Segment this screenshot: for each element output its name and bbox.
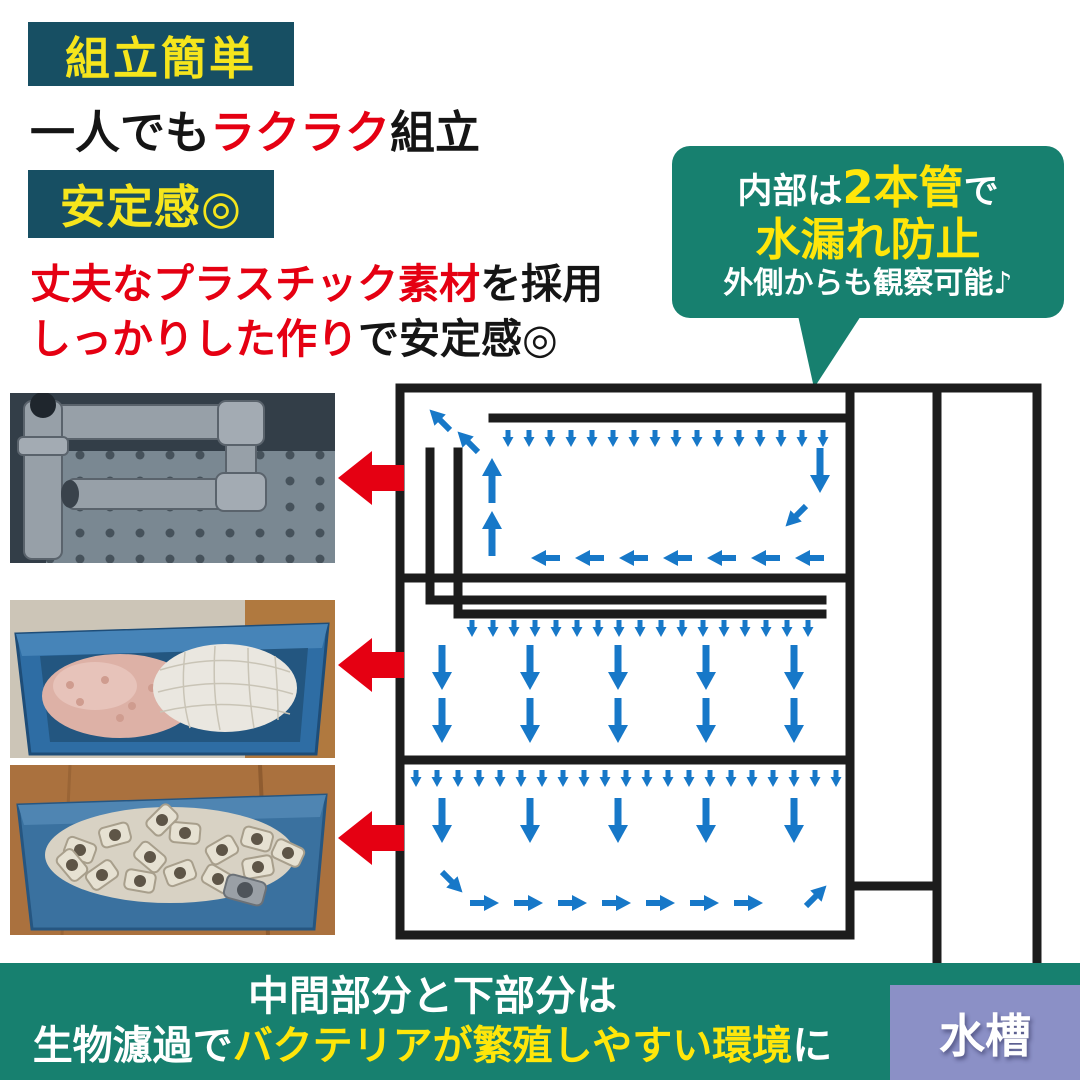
badge-stability-label: 安定感◎ xyxy=(59,180,243,234)
bubble-tail xyxy=(795,302,870,388)
build-text-red: しっかりした作り xyxy=(30,315,358,363)
info-bubble: 内部は2本管で 水漏れ防止 外側からも観察可能♪ xyxy=(672,146,1064,318)
banner-line-2: 生物濾過でバクテリアが繁殖しやすい環境に xyxy=(33,1021,833,1071)
assembly-text-black1: 一人でも xyxy=(30,106,211,159)
banner-line-2-yellow: バクテリアが繁殖しやすい環境 xyxy=(232,1023,793,1070)
banner-line-2-white2: に xyxy=(792,1023,833,1070)
bubble-line-1-white1: 内部は xyxy=(737,172,843,213)
photo-filter-media xyxy=(10,600,335,758)
badge-easy-assembly-label: 組立簡単 xyxy=(64,31,257,85)
material-text-black: を採用 xyxy=(480,260,604,308)
bubble-line-3: 外側からも観察可能♪ xyxy=(723,265,1013,301)
bubble-line-1-white2: で xyxy=(963,172,999,213)
banner-line-2-white1: 生物濾過で xyxy=(32,1023,233,1070)
bottom-banner: 中間部分と下部分は 生物濾過でバクテリアが繁殖しやすい環境に xyxy=(0,963,1080,1080)
bubble-line-1-yellow: 2本管 xyxy=(842,161,964,215)
material-text: 丈夫なプラスチック素材を採用 xyxy=(30,250,603,310)
tank-label: 水槽 xyxy=(939,1008,1031,1063)
photo-internal-pipes xyxy=(10,393,335,563)
build-text: しっかりした作りで安定感◎ xyxy=(30,305,558,365)
assembly-text: 一人でもラクラク組立 xyxy=(30,96,480,161)
badge-easy-assembly: 組立簡単 xyxy=(28,22,294,86)
material-text-red: 丈夫なプラスチック素材 xyxy=(30,260,481,308)
badge-stability: 安定感◎ xyxy=(28,170,274,238)
assembly-text-red: ラクラク xyxy=(210,106,391,159)
tank-label-box: 水槽 xyxy=(890,985,1080,1080)
banner-line-1: 中間部分と下部分は xyxy=(248,971,617,1020)
bubble-line-2: 水漏れ防止 xyxy=(755,213,981,267)
build-text-black: で安定感◎ xyxy=(358,315,558,363)
bubble-line-1: 内部は2本管で xyxy=(737,162,998,214)
assembly-text-black2: 組立 xyxy=(390,106,481,159)
photo-ceramic-rings xyxy=(10,765,335,935)
